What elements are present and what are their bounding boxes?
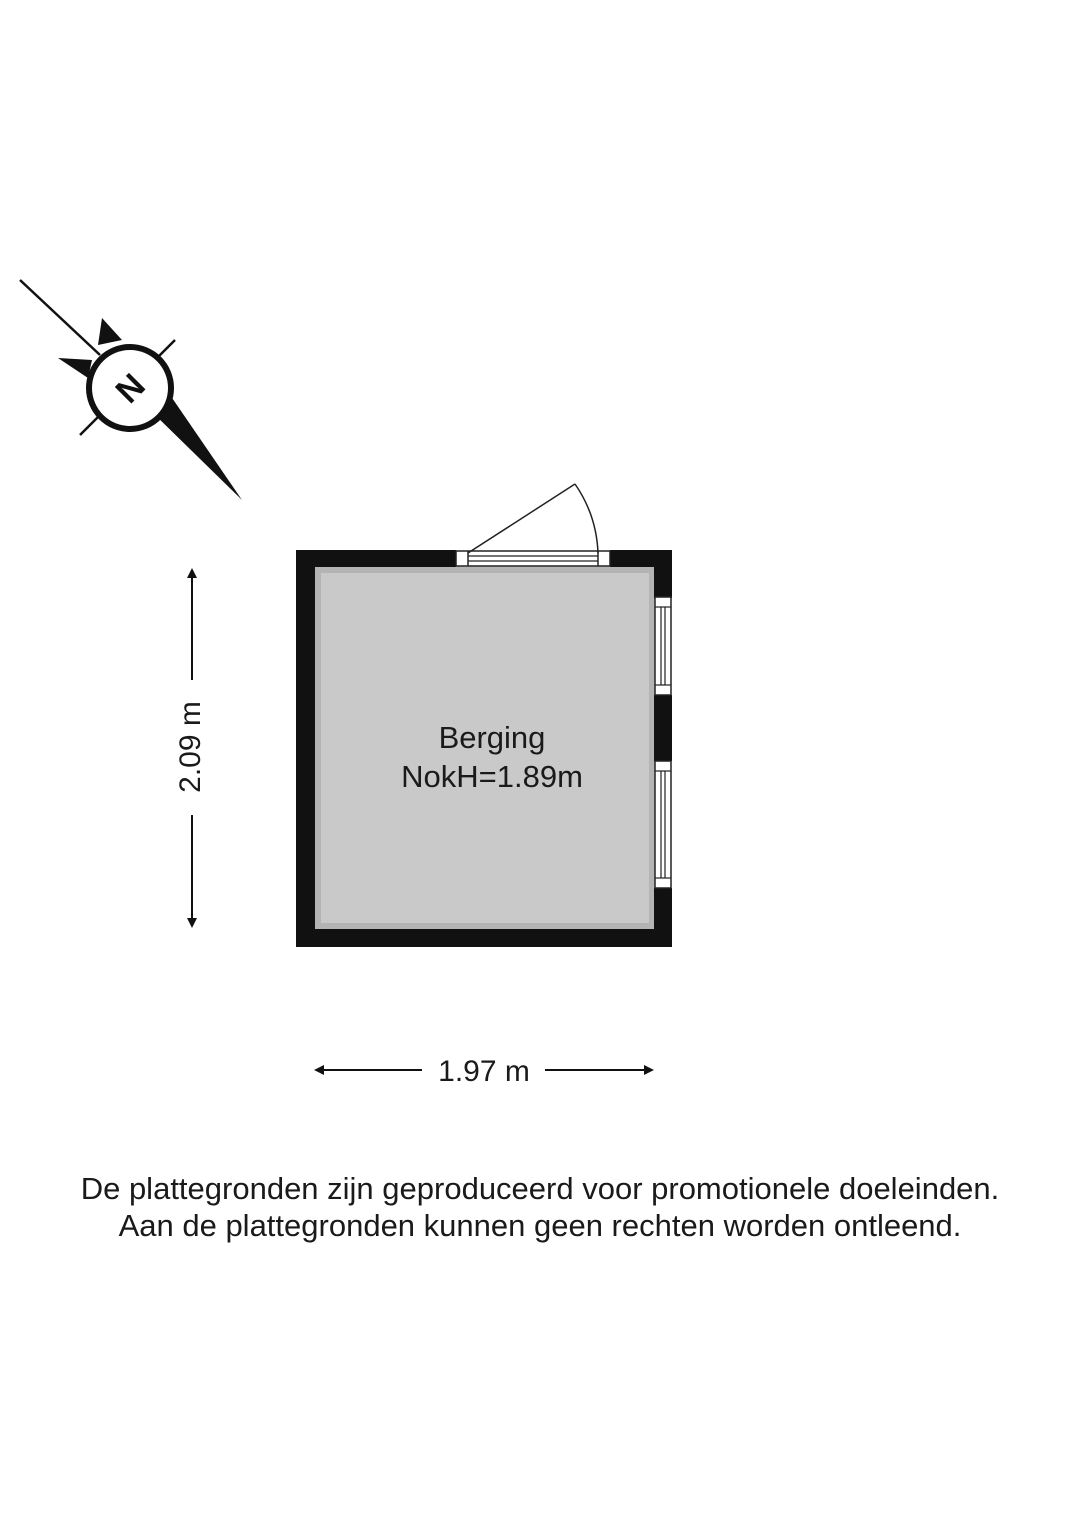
walls: [296, 550, 672, 947]
height-dimension-label: 2.09 m: [174, 701, 207, 793]
north-arrow-icon: N: [19, 279, 242, 500]
disclaimer-line-1: De plattegronden zijn geproduceerd voor …: [80, 1171, 1000, 1206]
room-name: Berging: [439, 720, 546, 755]
room-ridge-height: NokH=1.89m: [401, 759, 583, 794]
window-upper: [654, 596, 672, 696]
height-dimension: 2.09 m: [174, 568, 207, 928]
disclaimer-line-2: Aan de plattegronden kunnen geen rechten…: [118, 1208, 962, 1243]
width-dimension-label: 1.97 m: [438, 1055, 530, 1088]
door: [455, 483, 611, 567]
width-dimension: 1.97 m: [314, 1055, 654, 1088]
disclaimer: De plattegronden zijn geproduceerd voor …: [0, 1170, 1080, 1244]
window-lower: [654, 760, 672, 889]
room-floor: [314, 566, 656, 930]
